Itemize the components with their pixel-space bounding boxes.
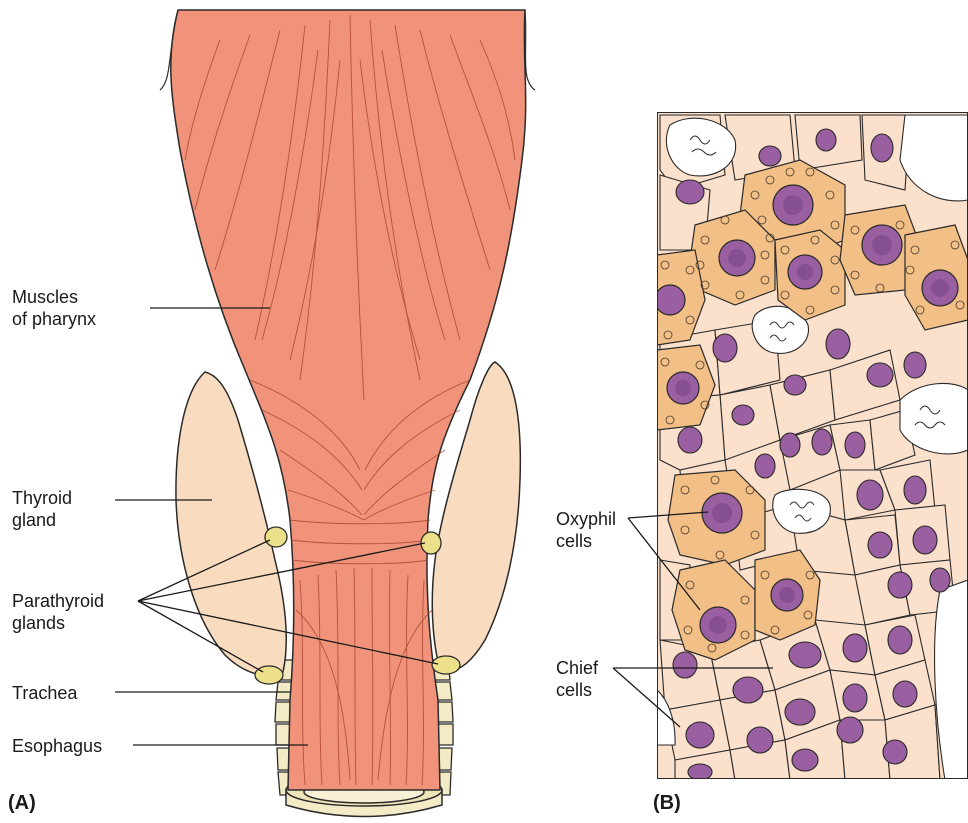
label-parathyroid-line1: Parathyroid xyxy=(12,590,104,612)
label-oxyphil-line1: Oxyphil xyxy=(556,508,616,530)
label-chief-line1: Chief xyxy=(556,657,598,679)
label-thyroid-line2: gland xyxy=(12,509,72,531)
label-parathyroid-glands: Parathyroid glands xyxy=(12,590,104,634)
parathyroid-gland-lower-right xyxy=(432,656,460,674)
label-thyroid-gland: Thyroid gland xyxy=(12,487,72,531)
parathyroid-gland-lower-left xyxy=(255,666,283,684)
label-oxyphil-line2: cells xyxy=(556,530,616,552)
panel-label-a: (A) xyxy=(8,792,36,815)
histology-section xyxy=(655,112,968,780)
anatomy-illustration xyxy=(115,10,535,817)
label-parathyroid-line2: glands xyxy=(12,612,104,634)
panel-label-b: (B) xyxy=(653,792,681,815)
label-muscles-line2: of pharynx xyxy=(12,308,96,330)
label-oxyphil-cells: Oxyphil cells xyxy=(556,508,616,552)
parathyroid-gland-upper-left xyxy=(265,527,287,547)
label-muscles-line1: Muscles xyxy=(12,286,96,308)
label-esophagus: Esophagus xyxy=(12,735,102,757)
label-thyroid-line1: Thyroid xyxy=(12,487,72,509)
label-muscles-of-pharynx: Muscles of pharynx xyxy=(12,286,96,330)
label-chief-cells: Chief cells xyxy=(556,657,598,701)
label-chief-line2: cells xyxy=(556,679,598,701)
label-trachea: Trachea xyxy=(12,682,77,704)
